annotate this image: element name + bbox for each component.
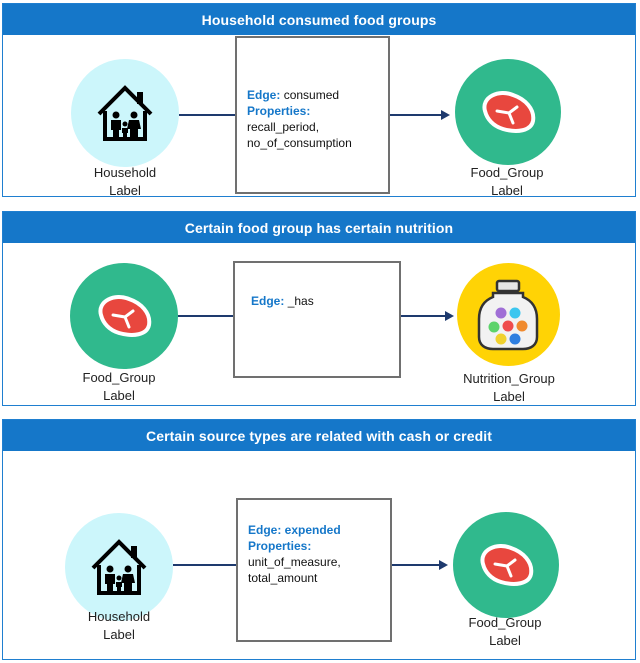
nutrition-group-node-label: Nutrition_Group Label: [439, 370, 579, 406]
edge-value: _has: [287, 294, 314, 308]
household-node-label: Household Label: [49, 608, 189, 644]
node-type: Label: [103, 627, 135, 642]
connector-arrow: [401, 315, 447, 317]
property-item: no_of_consumption: [247, 136, 352, 150]
property-item: unit_of_measure,: [248, 555, 341, 569]
connector-arrow: [390, 114, 443, 116]
food-group-node-label: Food_Group Label: [437, 164, 577, 200]
household-node: [65, 513, 173, 621]
panel-household-consumed: Household consumed food groups Household…: [2, 3, 636, 200]
food-group-node: [455, 59, 561, 165]
connector-line: [178, 315, 235, 317]
panel-food-nutrition: Certain food group has certain nutrition…: [2, 211, 636, 406]
food-group-node: [453, 512, 559, 618]
node-type: Label: [491, 183, 523, 198]
node-type: Label: [489, 633, 521, 648]
node-name: Household: [93, 165, 157, 180]
edge-box-consumed: Edge: consumed Properties: recall_period…: [235, 36, 390, 194]
edge-key: Edge:: [247, 88, 281, 102]
edge-key: Edge:: [251, 294, 285, 308]
panel-source-types: Certain source types are related with ca…: [2, 419, 636, 660]
household-node-label: Household Label: [55, 164, 195, 200]
connector-line: [179, 114, 237, 116]
panel-title: Certain source types are related with ca…: [3, 420, 635, 451]
edge-value: consumed: [283, 88, 340, 102]
food-group-node-label: Food_Group Label: [49, 369, 189, 405]
node-type: Label: [103, 388, 135, 403]
node-type: Label: [109, 183, 141, 198]
connector-line: [173, 564, 238, 566]
food-group-node-label: Food_Group Label: [435, 614, 575, 650]
connector-arrow: [392, 564, 441, 566]
node-name: Food_Group: [82, 370, 156, 385]
edge-box-expended: Edge: expended Properties: unit_of_measu…: [236, 498, 392, 642]
panel-title: Certain food group has certain nutrition: [3, 212, 635, 243]
node-name: Food_Group: [470, 165, 544, 180]
arrowhead-icon: [441, 110, 450, 120]
properties-key: Properties:: [247, 104, 311, 118]
property-item: total_amount: [248, 571, 318, 585]
node-name: Nutrition_Group: [463, 371, 555, 386]
arrowhead-icon: [445, 311, 454, 321]
edge-key: Edge: expended: [248, 523, 341, 537]
nutrition-group-node: [457, 263, 560, 366]
node-name: Household: [87, 609, 151, 624]
food-group-node: [70, 263, 178, 369]
node-type: Label: [493, 389, 525, 404]
node-name: Food_Group: [468, 615, 542, 630]
properties-key: Properties:: [248, 539, 312, 553]
arrowhead-icon: [439, 560, 448, 570]
edge-box-has: Edge: _has: [233, 261, 401, 378]
household-node: [71, 59, 179, 167]
property-item: recall_period,: [247, 120, 320, 134]
panel-title: Household consumed food groups: [3, 4, 635, 35]
